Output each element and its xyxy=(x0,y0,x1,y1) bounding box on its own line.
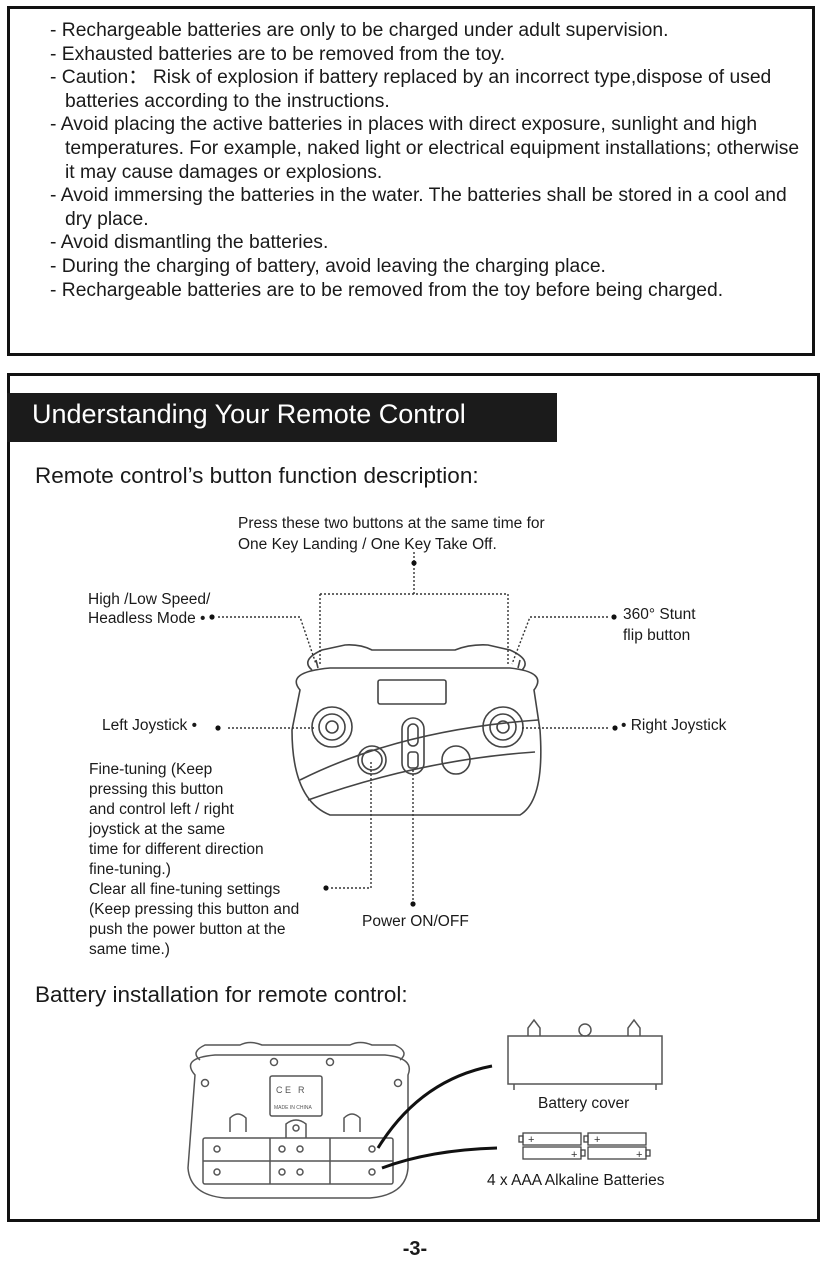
connector-lines xyxy=(376,1064,498,1170)
warning-item: - Exhausted batteries are to be removed … xyxy=(50,43,506,65)
svg-text:+: + xyxy=(636,1149,642,1161)
landing-label-line1: Press these two buttons at the same time… xyxy=(238,515,545,532)
power-label: Power ON/OFF xyxy=(362,913,469,930)
section-header-tab: Understanding Your Remote Control xyxy=(7,393,572,445)
clear-tuning-line: same time.) xyxy=(89,941,170,958)
warning-item: - Caution： Risk of explosion if battery … xyxy=(50,67,772,112)
tab-fill xyxy=(7,393,557,442)
landing-label-line2: One Key Landing / One Key Take Off. xyxy=(238,536,497,553)
right-joystick-label: • Right Joystick xyxy=(621,717,727,734)
remote-back-illustration xyxy=(187,1041,410,1199)
clear-tuning-line: (Keep pressing this button and xyxy=(89,901,300,918)
device-marking: C E R MADE IN CHINA xyxy=(274,1085,312,1111)
made-in-china-marking: MADE IN CHINA xyxy=(274,1105,312,1111)
battery-heading: Battery installation for remote control: xyxy=(35,982,408,1007)
battery-warnings-box: - Rechargeable batteries are only to be … xyxy=(7,6,815,356)
fine-tuning-line: fine-tuning.) xyxy=(89,861,171,878)
clear-tuning-line: push the power button at the xyxy=(89,921,286,938)
speed-label-line1: High /Low Speed/ xyxy=(88,591,211,608)
fine-tuning-line: Fine-tuning (Keep xyxy=(89,761,213,778)
svg-text:+: + xyxy=(571,1149,577,1161)
warning-item: - Avoid dismantling the batteries. xyxy=(50,232,329,254)
batteries-label: 4 x AAA Alkaline Batteries xyxy=(487,1172,665,1189)
clear-tuning-line: Clear all fine-tuning settings xyxy=(89,881,281,898)
left-joystick-label: Left Joystick • xyxy=(102,717,198,734)
battery-cover-illustration xyxy=(507,1018,663,1090)
leader-lines xyxy=(218,552,610,900)
warning-item: - During the charging of battery, avoid … xyxy=(50,255,606,277)
warning-item: - Rechargeable batteries are to be remov… xyxy=(50,279,724,301)
warning-item: - Rechargeable batteries are only to be … xyxy=(50,20,669,41)
stunt-label-line1: 360° Stunt xyxy=(623,606,696,623)
leader-dots xyxy=(209,560,618,907)
remote-control-section: Understanding Your Remote Control xyxy=(7,373,820,1222)
remote-controller-illustration xyxy=(291,644,542,816)
stunt-label-line2: flip button xyxy=(623,627,691,644)
batteries-illustration xyxy=(518,1132,651,1160)
page-number: -3- xyxy=(402,1238,428,1260)
battery-cover-label: Battery cover xyxy=(538,1095,630,1112)
speed-label-line2: Headless Mode • xyxy=(88,610,206,627)
battery-polarity-marks: + + + + xyxy=(528,1134,642,1161)
svg-text:C E: C E xyxy=(276,1085,291,1095)
fine-tuning-line: pressing this button xyxy=(89,781,224,798)
svg-text:+: + xyxy=(528,1134,534,1146)
remote-heading: Remote control’s button function descrip… xyxy=(35,463,479,488)
svg-text:+: + xyxy=(594,1134,600,1146)
warning-item: - Avoid placing the active batteries in … xyxy=(50,114,800,183)
svg-text:R: R xyxy=(298,1085,305,1095)
section-title: Understanding Your Remote Control xyxy=(32,399,466,429)
warning-item: - Avoid immersing the batteries in the w… xyxy=(50,185,787,230)
battery-warnings-list: - Rechargeable batteries are only to be … xyxy=(10,9,812,302)
fine-tuning-line: joystick at the same xyxy=(89,821,226,838)
fine-tuning-line: time for different direction xyxy=(89,841,264,858)
fine-tuning-line: and control left / right xyxy=(89,801,234,818)
